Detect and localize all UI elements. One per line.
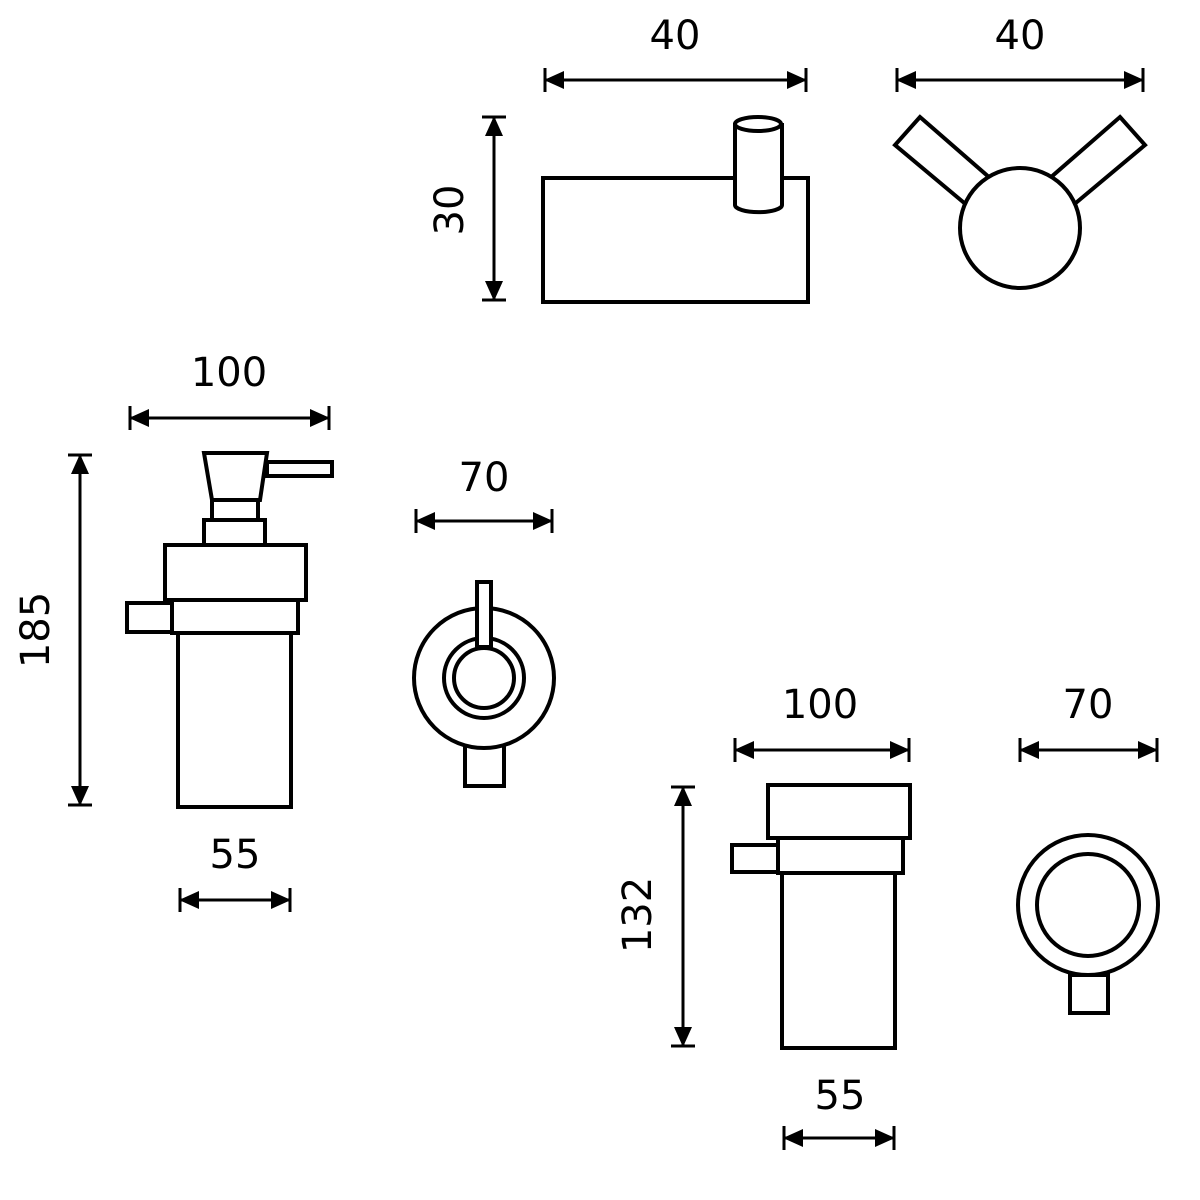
dim-hook-front-width: 40 (895, 13, 1145, 92)
dim-dispenser-top: 70 (414, 455, 554, 533)
dim-hook-height: 30 (427, 115, 506, 302)
dim-tumbler-height: 132 (615, 785, 695, 1048)
dim-label: 100 (782, 682, 858, 728)
dim-label: 55 (815, 1073, 866, 1119)
tumbler-side-view (730, 783, 912, 1050)
dim-tumbler-width: 100 (733, 682, 911, 762)
tumbler-top-view (1016, 833, 1160, 1015)
dim-label: 40 (650, 13, 701, 59)
dispenser-side-view (125, 451, 334, 809)
dim-label: 55 (210, 832, 261, 878)
dispenser-top-view (412, 580, 556, 788)
dim-tumbler-top: 70 (1018, 682, 1159, 762)
dim-label: 132 (615, 877, 661, 953)
dim-tumbler-base: 55 (782, 1073, 896, 1150)
dim-label: 185 (13, 592, 59, 668)
dim-label: 40 (995, 13, 1046, 59)
dim-label: 30 (427, 185, 473, 236)
dim-label: 100 (191, 350, 267, 396)
hook-front-view (892, 114, 1148, 290)
hook-side-view (541, 115, 810, 304)
dim-dispenser-base: 55 (178, 832, 292, 912)
dim-hook-side-width: 40 (543, 13, 808, 92)
dim-label: 70 (459, 455, 510, 501)
dim-label: 70 (1063, 682, 1114, 728)
dim-dispenser-height: 185 (13, 453, 92, 807)
dim-dispenser-width: 100 (128, 350, 331, 430)
